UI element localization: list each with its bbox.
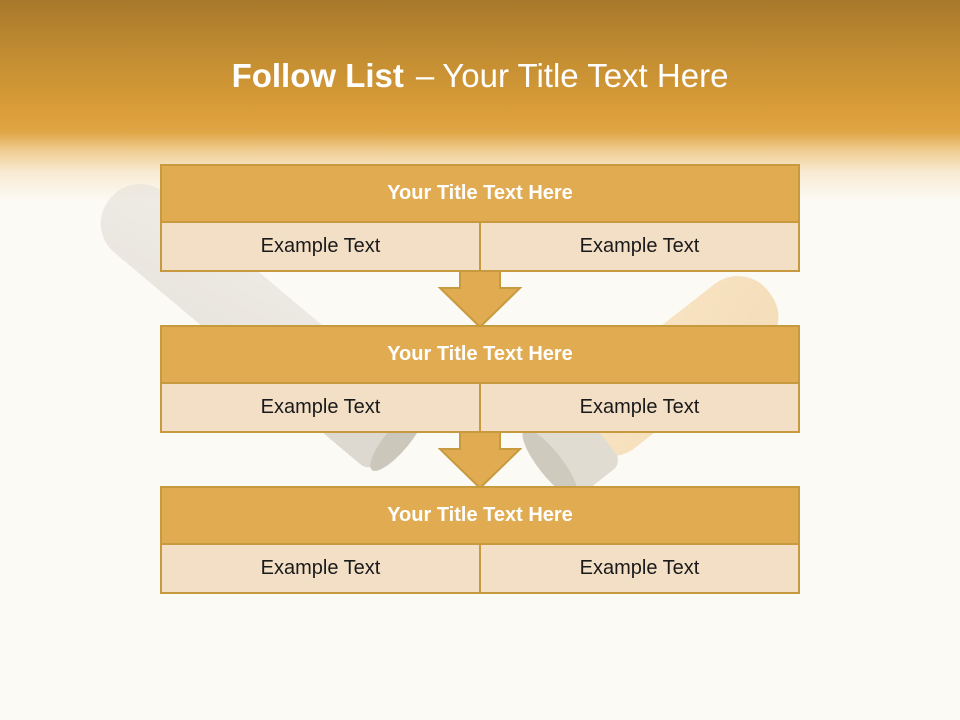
step-title: Your Title Text Here (162, 327, 798, 382)
step-title: Your Title Text Here (162, 166, 798, 221)
slide-title: Follow List–Your Title Text Here (0, 54, 960, 98)
step-row: Example Text Example Text (162, 384, 798, 431)
step-cell-right: Example Text (481, 384, 798, 431)
step-box-2: Your Title Text Here Example Text Exampl… (160, 325, 800, 433)
step-cell-right: Example Text (481, 223, 798, 270)
step-box-3: Your Title Text Here Example Text Exampl… (160, 486, 800, 594)
step-box-1: Your Title Text Here Example Text Exampl… (160, 164, 800, 272)
down-arrow-icon (438, 270, 522, 328)
step-row: Example Text Example Text (162, 545, 798, 592)
step-cell-left: Example Text (162, 223, 479, 270)
step-cell-right: Example Text (481, 545, 798, 592)
title-bold-part: Follow List (231, 57, 404, 94)
down-arrow-icon (438, 431, 522, 489)
step-row: Example Text Example Text (162, 223, 798, 270)
title-separator: – (415, 57, 435, 94)
step-title: Your Title Text Here (162, 488, 798, 543)
title-text: Your Title Text Here (442, 57, 729, 94)
step-cell-left: Example Text (162, 545, 479, 592)
step-cell-left: Example Text (162, 384, 479, 431)
